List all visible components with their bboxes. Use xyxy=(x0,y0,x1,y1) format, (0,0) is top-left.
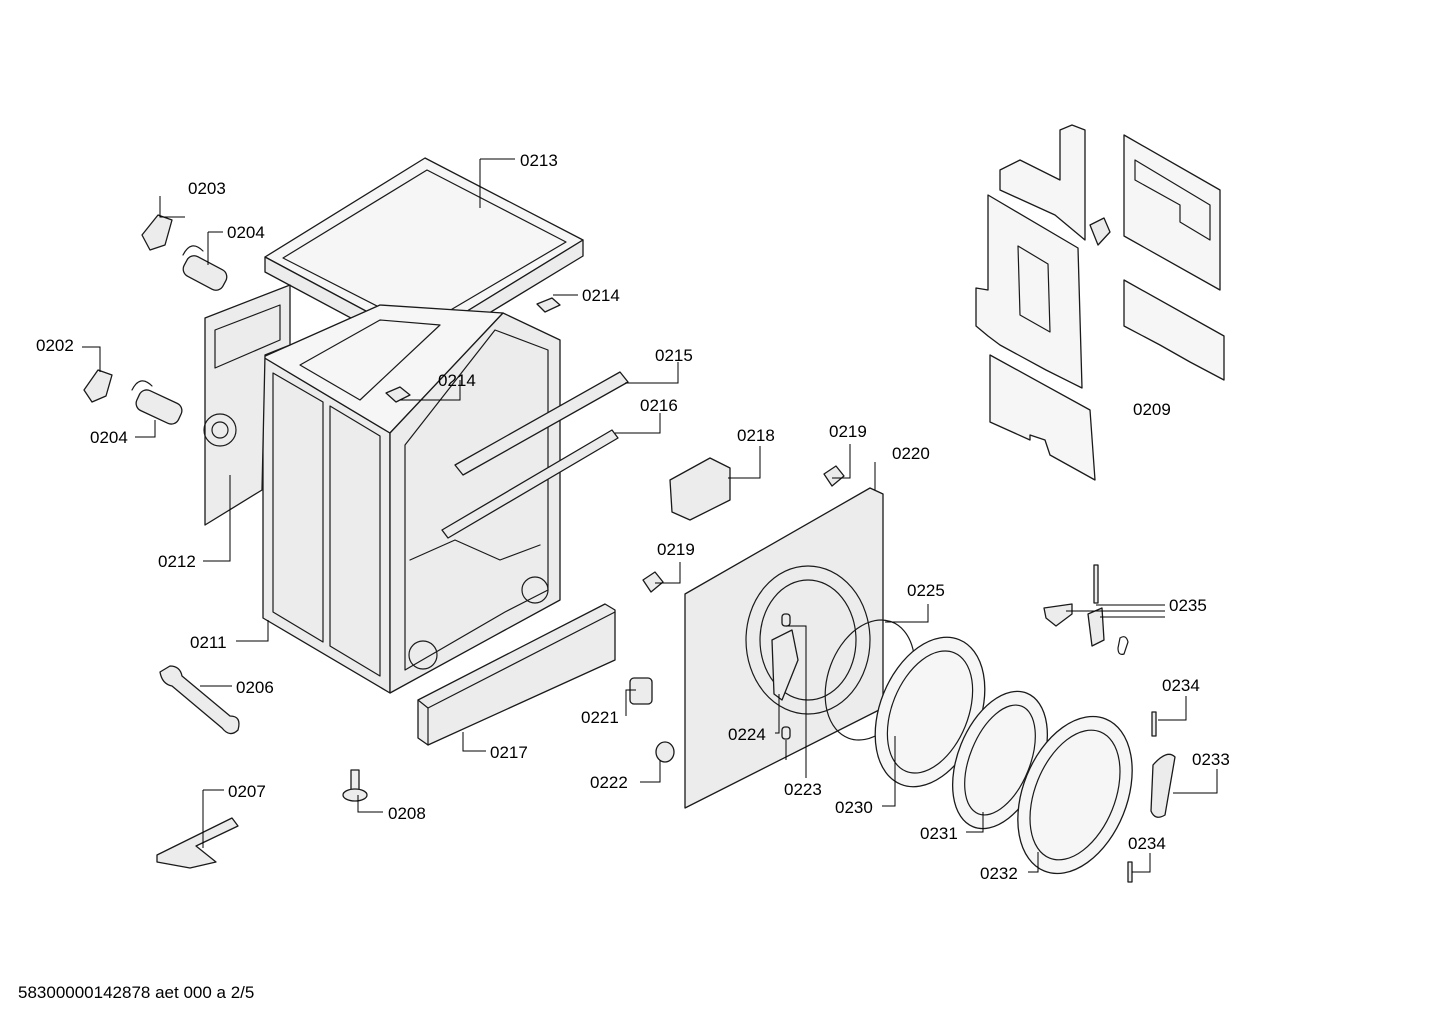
label-0202: 0202 xyxy=(36,336,74,355)
bracket-0224 xyxy=(771,629,799,701)
label-0213: 0213 xyxy=(520,151,558,170)
bolt-0223-upper xyxy=(781,613,791,627)
label-0234-upper: 0234 xyxy=(1162,676,1200,695)
inlet-valve-lower xyxy=(131,380,183,425)
insulation-panels-0209 xyxy=(975,124,1225,481)
leader-lines xyxy=(82,158,1218,873)
label-0212: 0212 xyxy=(158,552,196,571)
label-0211: 0211 xyxy=(190,633,227,652)
label-0224: 0224 xyxy=(728,725,766,744)
pin-0234-lower xyxy=(1127,861,1133,883)
hinge-set-0235 xyxy=(1043,564,1129,655)
label-0231: 0231 xyxy=(920,824,958,843)
inlet-valve-upper xyxy=(182,245,228,291)
label-0233: 0233 xyxy=(1192,750,1230,769)
label-0223: 0223 xyxy=(784,780,822,799)
label-0222: 0222 xyxy=(590,773,628,792)
label-0235: 0235 xyxy=(1169,596,1207,615)
hinge-0219-upper xyxy=(823,465,845,487)
label-0219-upper: 0219 xyxy=(829,422,867,441)
label-0206: 0206 xyxy=(236,678,274,697)
label-0204-lower: 0204 xyxy=(90,428,128,447)
label-0203: 0203 xyxy=(188,179,226,198)
label-0232: 0232 xyxy=(980,864,1018,883)
cabinet-housing-part xyxy=(262,304,561,694)
label-0221: 0221 xyxy=(581,708,619,727)
rear-panel-part xyxy=(203,284,291,526)
pin-0234-upper xyxy=(1151,711,1157,737)
label-0225: 0225 xyxy=(907,581,945,600)
label-0216: 0216 xyxy=(640,396,678,415)
door-lock-part xyxy=(669,457,731,521)
clip-0214-lower xyxy=(385,386,411,403)
bolt-0223-lower xyxy=(781,726,791,740)
label-0234-lower: 0234 xyxy=(1128,834,1166,853)
label-0218: 0218 xyxy=(737,426,775,445)
latch-0221 xyxy=(629,677,653,705)
bracket-part xyxy=(156,817,239,869)
rail-0216 xyxy=(441,429,619,539)
label-0219-lower: 0219 xyxy=(657,540,695,559)
cap-0222 xyxy=(655,741,675,763)
label-0230: 0230 xyxy=(835,798,873,817)
base-fascia-part xyxy=(417,603,616,746)
hose-connector-0203 xyxy=(141,214,173,251)
wrench-part xyxy=(159,665,240,735)
foot-screw-part xyxy=(342,769,368,802)
label-0204-upper: 0204 xyxy=(227,223,265,242)
label-0208: 0208 xyxy=(388,804,426,823)
hose-connector-0202 xyxy=(83,369,113,403)
label-0214-lower: 0214 xyxy=(438,371,476,390)
label-0214-upper: 0214 xyxy=(582,286,620,305)
hinge-0219-lower xyxy=(642,571,664,593)
rail-0215 xyxy=(454,371,629,476)
document-id-footer: 58300000142878 aet 000 a 2/5 xyxy=(18,983,254,1002)
label-0217: 0217 xyxy=(490,743,528,762)
label-0209: 0209 xyxy=(1133,400,1171,419)
door-handle-0233 xyxy=(1150,753,1176,818)
clip-0214-upper xyxy=(536,297,561,313)
label-0220: 0220 xyxy=(892,444,930,463)
label-0215: 0215 xyxy=(655,346,693,365)
label-0207: 0207 xyxy=(228,782,266,801)
part-labels: 0203 0204 0202 0204 0212 0211 0206 0207 … xyxy=(36,151,1230,883)
door-ring-0232 xyxy=(1017,715,1133,875)
